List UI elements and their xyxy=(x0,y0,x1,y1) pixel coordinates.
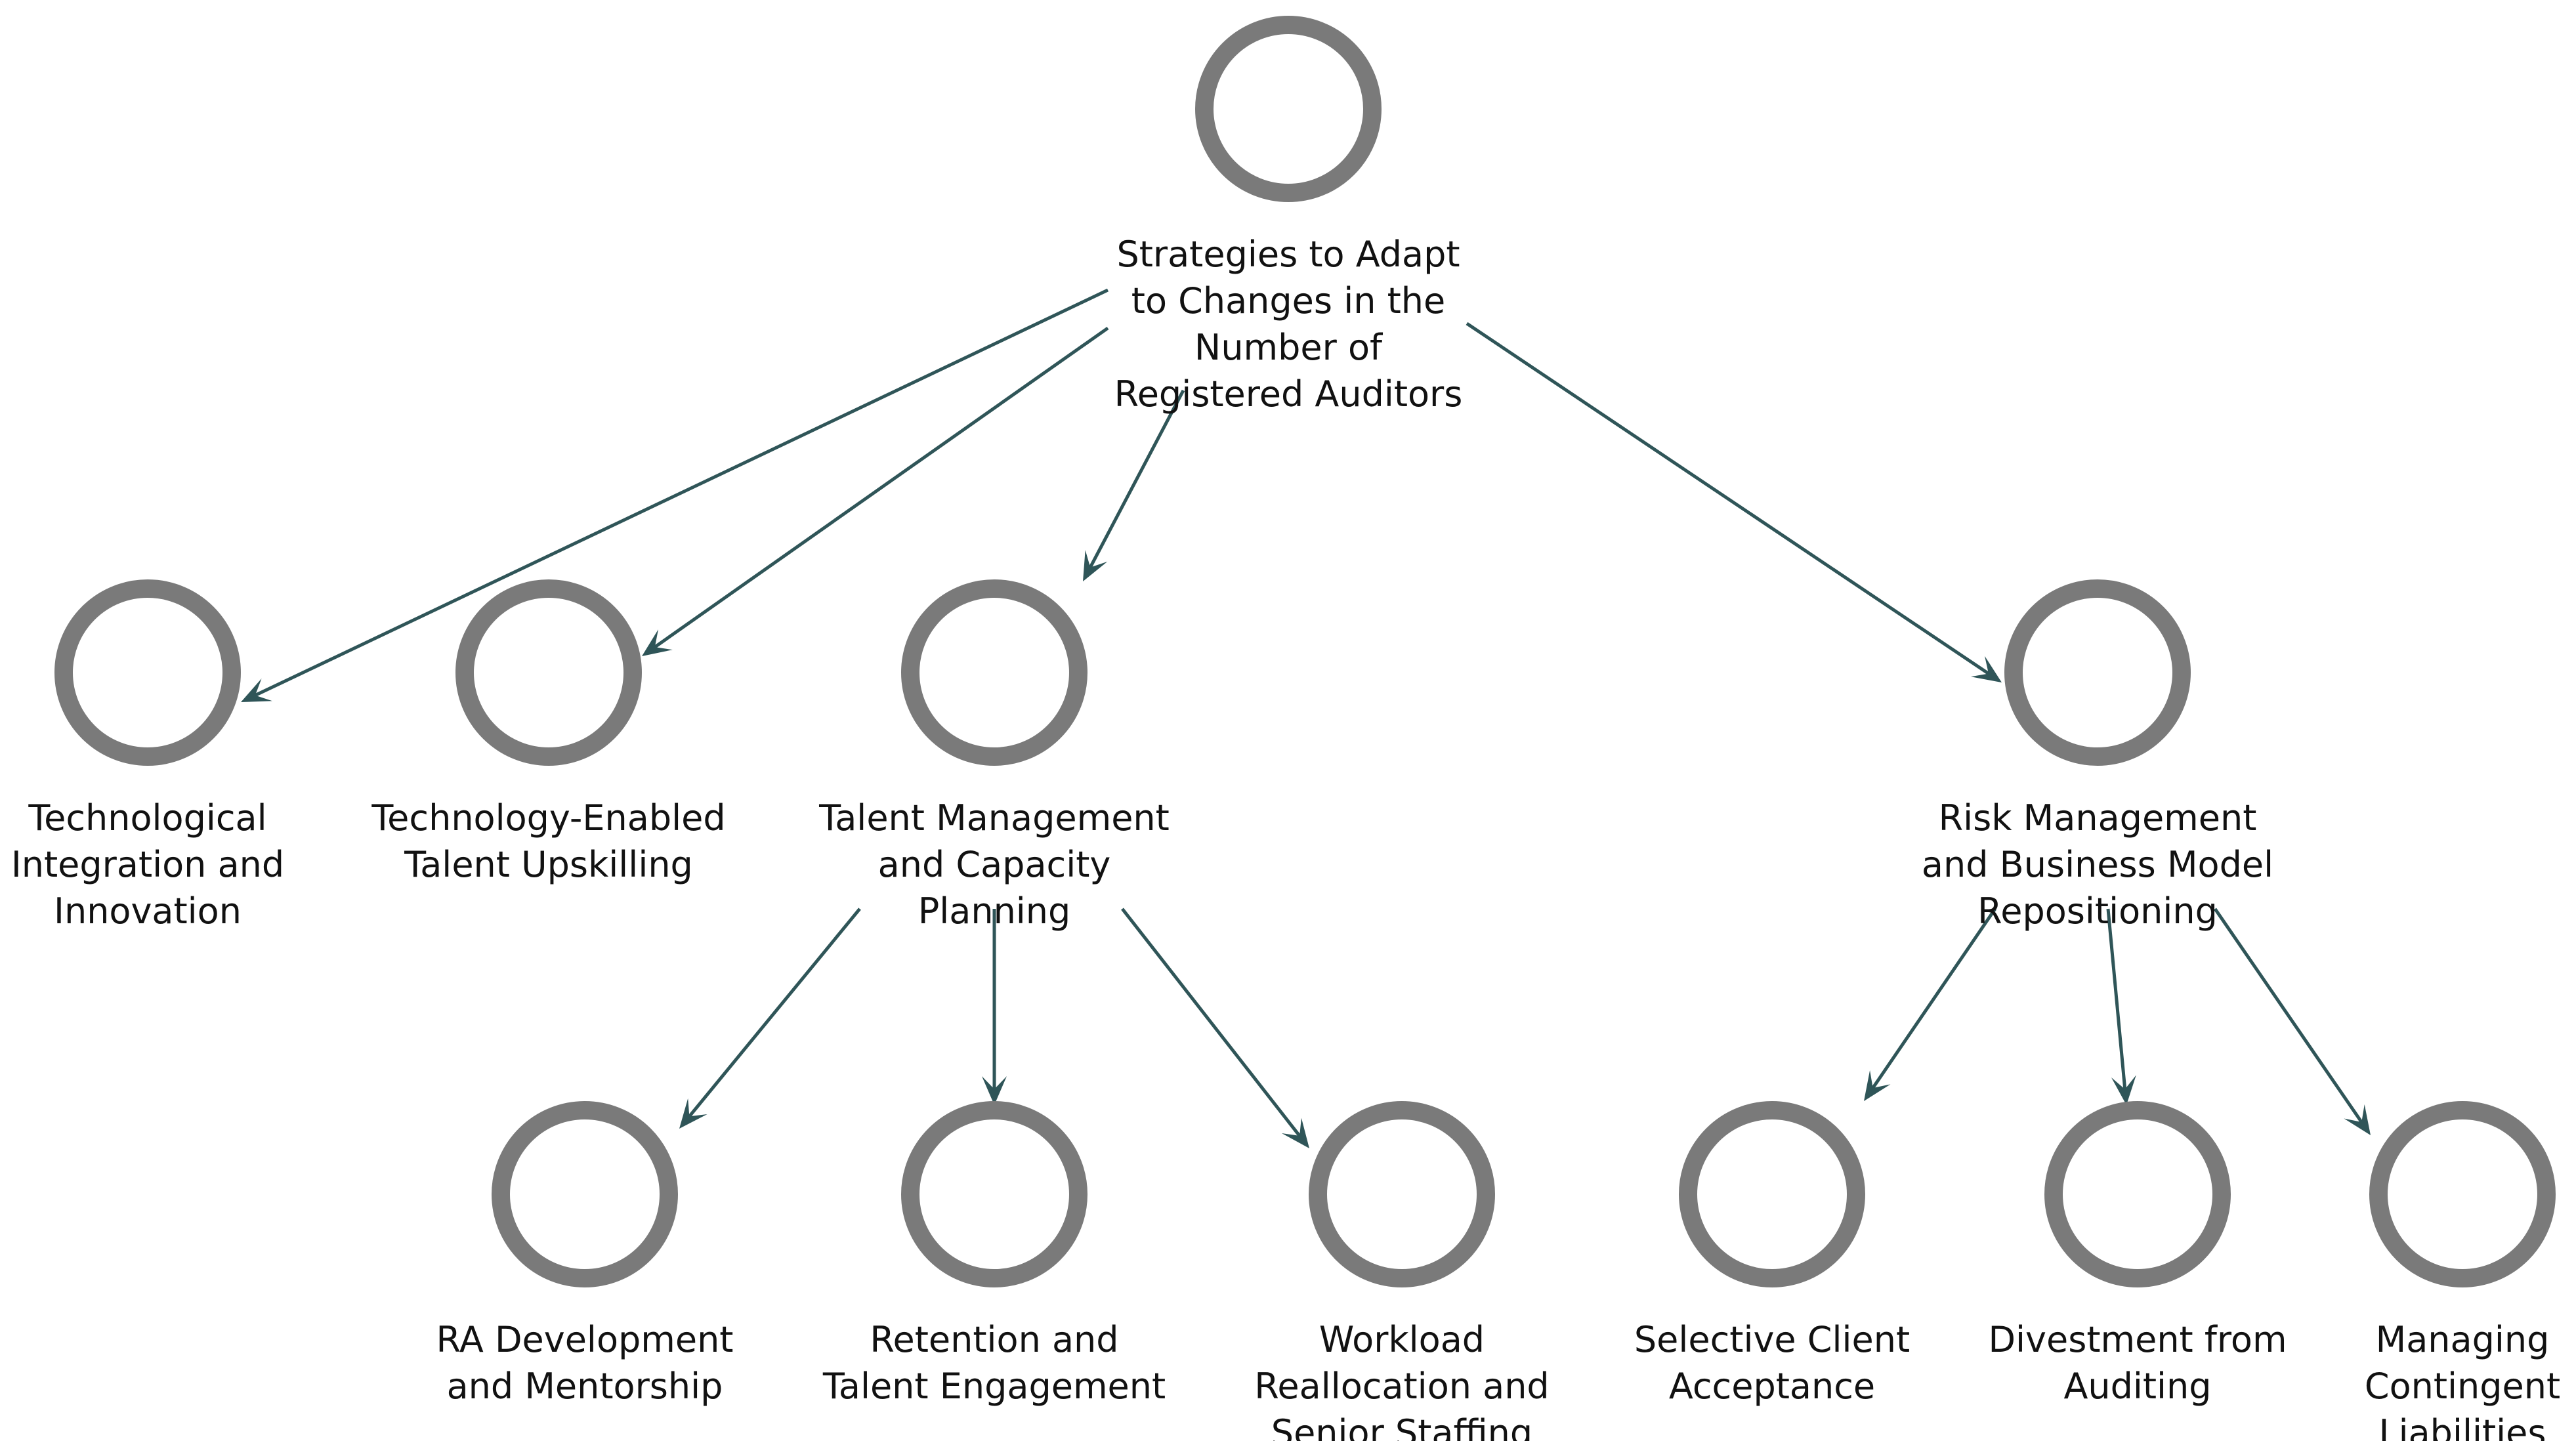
node-label-line: Innovation xyxy=(54,890,242,932)
edge-line xyxy=(1088,389,1185,570)
edge-risk-management-to-contingent xyxy=(2213,908,2371,1135)
node-ring-icon[interactable] xyxy=(492,1101,678,1287)
arrowhead-icon xyxy=(982,1076,1007,1105)
node-label-line: and Business Model xyxy=(1922,844,2273,885)
node-label-line: and Mentorship xyxy=(447,1366,723,1407)
node-label-line: Managing xyxy=(2376,1319,2550,1360)
arrowhead-icon xyxy=(2111,1075,2136,1105)
node-label-line: Talent Engagement xyxy=(822,1366,1166,1407)
node-ring-icon[interactable] xyxy=(54,579,241,766)
node-ring-icon[interactable] xyxy=(455,579,642,766)
edge-line xyxy=(687,908,861,1119)
node-label-line: Strategies to Adapt xyxy=(1116,234,1460,275)
node-label-line: Contingent xyxy=(2365,1366,2560,1407)
edge-root-to-talent-management xyxy=(1083,389,1185,581)
node-label-line: Talent Upskilling xyxy=(404,844,693,885)
node-ring-icon[interactable] xyxy=(901,1101,1087,1287)
node-label-line: Planning xyxy=(918,890,1071,932)
node-label-line: Integration and xyxy=(11,844,284,885)
edge-talent-management-to-workload xyxy=(1121,908,1309,1148)
arrowhead-icon xyxy=(1281,1117,1309,1148)
edge-line xyxy=(1466,322,1991,676)
edge-line xyxy=(1121,908,1302,1138)
edges-layer xyxy=(241,288,2371,1148)
node-label-line: Repositioning xyxy=(1977,890,2218,932)
node-label-line: Number of xyxy=(1194,327,1383,368)
node-label-line: Reallocation and xyxy=(1254,1366,1549,1407)
node-label-line: Workload xyxy=(1319,1319,1485,1360)
node-label-line: Technological xyxy=(28,797,266,839)
node-ring-icon[interactable] xyxy=(2004,579,2191,766)
node-ring-icon[interactable] xyxy=(1679,1101,1865,1287)
edge-talent-management-to-ra-development xyxy=(679,908,861,1129)
node-ring-icon[interactable] xyxy=(1309,1101,1495,1287)
node-ring-icon[interactable] xyxy=(2044,1101,2231,1287)
arrowhead-icon xyxy=(1970,656,2002,682)
node-label-line: to Changes in the xyxy=(1131,280,1445,322)
node-label-line: Technology-Enabled xyxy=(371,797,725,839)
edge-line xyxy=(2213,908,2364,1125)
node-label-line: Liabilities xyxy=(2379,1412,2546,1441)
edge-risk-management-to-divestment xyxy=(2106,908,2136,1105)
arrowhead-icon xyxy=(1864,1070,1891,1101)
node-label-line: Retention and xyxy=(870,1319,1118,1360)
node-label-line: Senior Staffing xyxy=(1271,1412,1532,1441)
arrowhead-icon xyxy=(2344,1104,2371,1135)
node-label: RA Development and Mentorship xyxy=(436,1319,734,1407)
node-label-line: Auditing xyxy=(2063,1366,2211,1407)
arrowhead-icon xyxy=(1083,550,1108,581)
node-ra-development[interactable]: RA Development and Mentorship xyxy=(436,1101,734,1407)
edge-line xyxy=(1870,908,1997,1091)
node-label-line: RA Development xyxy=(436,1319,734,1360)
node-label-line: and Capacity xyxy=(878,844,1111,885)
arrowhead-icon xyxy=(241,678,272,702)
edge-line xyxy=(2106,908,2127,1091)
edge-line xyxy=(652,326,1109,650)
edge-talent-management-to-retention xyxy=(982,909,1007,1105)
node-label-line: Risk Management xyxy=(1939,797,2257,839)
arrowhead-icon xyxy=(679,1098,707,1129)
node-ring-icon[interactable] xyxy=(2369,1101,2556,1287)
arrowhead-icon xyxy=(642,629,673,656)
node-label-line: Talent Management xyxy=(818,797,1170,839)
edge-root-to-tech-integration xyxy=(241,288,1109,702)
node-ring-icon[interactable] xyxy=(1195,16,1382,202)
edge-risk-management-to-selective-client xyxy=(1864,908,1997,1101)
node-label-line: Selective Client xyxy=(1634,1319,1910,1360)
node-ring-icon[interactable] xyxy=(901,579,1087,766)
edge-root-to-risk-management xyxy=(1466,322,2002,682)
node-label-line: Acceptance xyxy=(1669,1366,1875,1407)
edge-line xyxy=(253,288,1109,698)
node-label-line: Divestment from xyxy=(1988,1319,2287,1360)
node-label-line: Registered Auditors xyxy=(1114,373,1463,415)
edge-root-to-tech-upskilling xyxy=(642,326,1109,656)
